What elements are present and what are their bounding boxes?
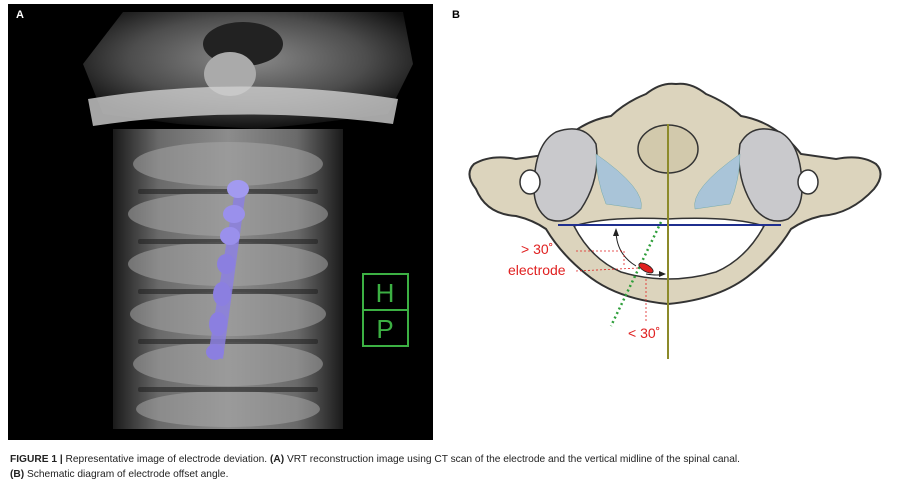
schematic-panel: > 30˚ electrode < 30˚ bbox=[446, 4, 891, 440]
marker-p-label: P bbox=[376, 314, 393, 344]
caption-main-text: Representative image of electrode deviat… bbox=[62, 454, 270, 465]
marker-h-label: H bbox=[376, 278, 395, 308]
right-ligament bbox=[694, 153, 741, 210]
caption-part-b-label: (B) bbox=[10, 469, 25, 480]
vertebrae bbox=[128, 142, 328, 427]
left-facet bbox=[533, 128, 598, 222]
ct-vrt-image-panel: H P bbox=[8, 4, 433, 440]
schematic-diagram: > 30˚ electrode < 30˚ bbox=[446, 4, 891, 440]
right-facet bbox=[738, 128, 803, 222]
angle-lower-label: < 30˚ bbox=[628, 325, 660, 341]
electrode-lead bbox=[206, 180, 249, 360]
electrode-marker bbox=[638, 262, 654, 274]
right-transverse-foramen bbox=[797, 169, 819, 195]
arc-arrow-up bbox=[613, 228, 619, 236]
atlas-arch bbox=[88, 86, 398, 126]
arc-arrow-right bbox=[659, 271, 666, 277]
odontoid-region bbox=[204, 52, 256, 96]
electrode-axis-dotted-line bbox=[609, 221, 663, 327]
caption-part-a-label: (A) bbox=[269, 454, 285, 465]
electrode-label: electrode bbox=[508, 262, 566, 278]
ct-vrt-image: H P bbox=[8, 4, 433, 440]
electrode-leader bbox=[575, 267, 640, 272]
caption-part-b-text: Schematic diagram of electrode offset an… bbox=[24, 469, 229, 480]
angle-upper-label: > 30˚ bbox=[521, 241, 553, 257]
panel-a-label: A bbox=[16, 9, 24, 21]
left-transverse-foramen bbox=[519, 169, 541, 195]
orientation-marker: H P bbox=[362, 273, 409, 347]
caption-part-a-text: VRT reconstruction image using CT scan o… bbox=[284, 454, 740, 465]
panel-b-label: B bbox=[452, 9, 460, 21]
figure-label: FIGURE 1 | bbox=[10, 454, 63, 465]
left-ligament bbox=[595, 153, 642, 210]
figure-caption: FIGURE 1 | Representative image of elect… bbox=[10, 452, 895, 482]
